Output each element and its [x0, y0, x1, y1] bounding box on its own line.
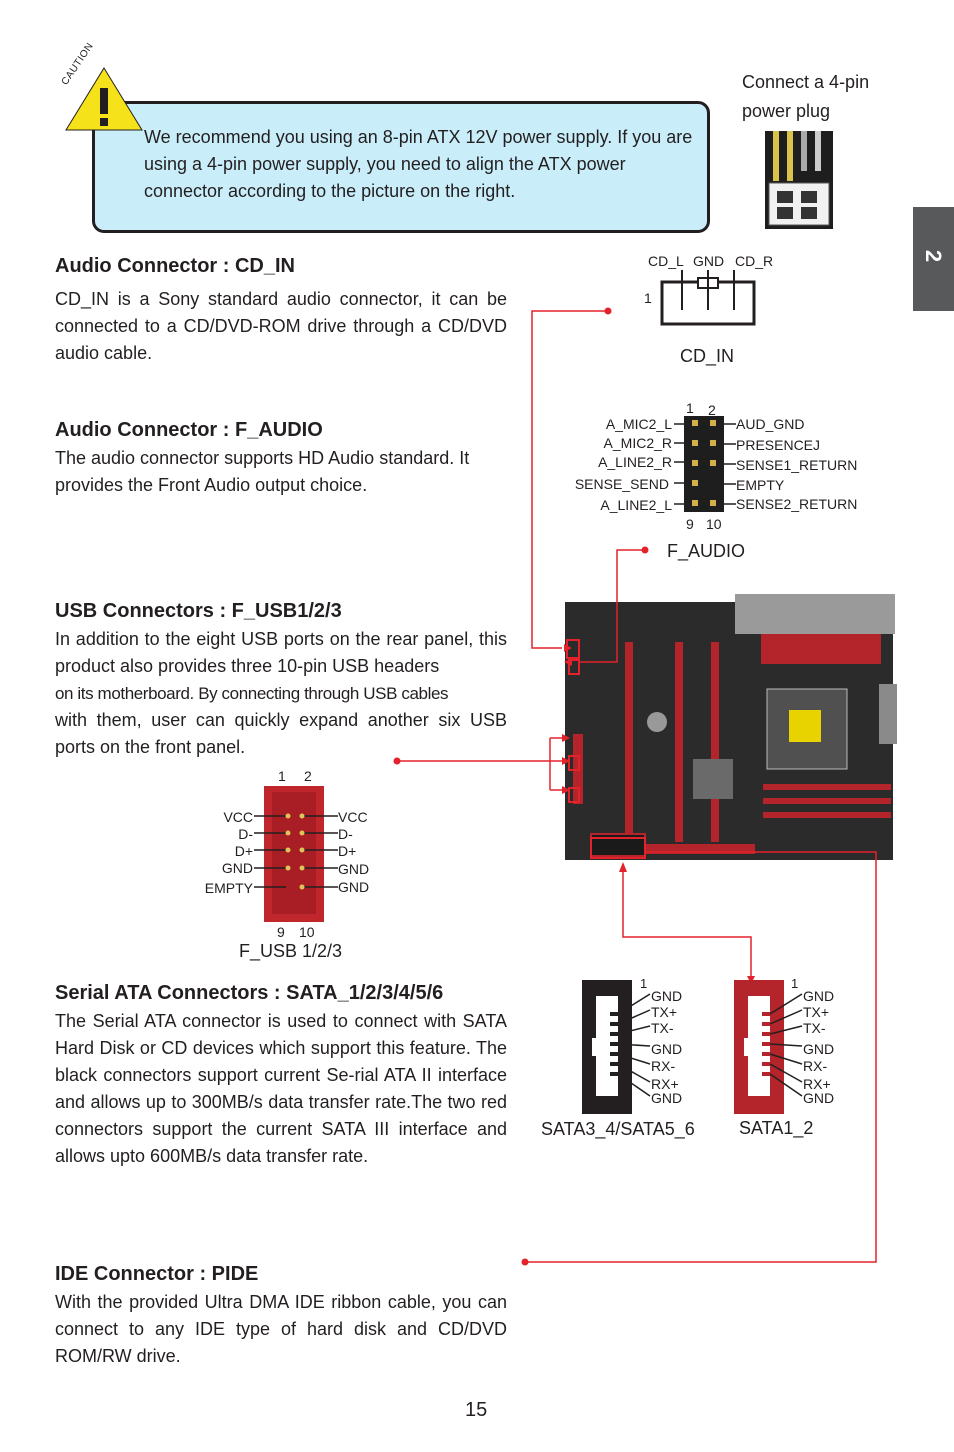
sata-red-connector: [734, 980, 803, 1114]
cd-in-pin-cd-l: CD_L: [648, 253, 684, 269]
motherboard-image: [565, 594, 897, 860]
cd-in-pin1-number: 1: [644, 290, 652, 306]
f-audio-right-pin-4: EMPTY: [736, 477, 785, 493]
sata-black-connector: [582, 980, 651, 1114]
sata-title: Serial ATA Connectors : SATA_1/2/3/4/5/6: [55, 982, 444, 1004]
f-usb-left-pin-2: D-: [238, 826, 253, 842]
f-usb-right-pin-1: VCC: [338, 809, 368, 825]
f-audio-header: [674, 416, 736, 512]
cd-in-title: Audio Connector : CD_IN: [55, 255, 295, 277]
sata-black-pin-5: RX-: [651, 1058, 676, 1074]
sata-black-pin-1: GND: [651, 988, 683, 1004]
cd-in-connector: [660, 270, 756, 326]
f-usb-body-2: on its motherboard. By connecting throug…: [55, 684, 449, 703]
caution-box: [92, 101, 710, 233]
f-usb-pin-num-9: 9: [277, 924, 285, 940]
f-audio-body: The audio connector supports HD Audio st…: [55, 448, 470, 495]
f-usb-body-3: with them, user can quickly expand anoth…: [55, 710, 507, 757]
f-usb-right-pin-3: D+: [338, 843, 357, 859]
f-usb-body-1: In addition to the eight USB ports on th…: [55, 629, 507, 676]
f-usb-right-pin-4: GND: [338, 861, 370, 877]
sata-red-pin-7: GND: [803, 1090, 835, 1106]
sata-black-pin-7: GND: [651, 1090, 683, 1106]
f-audio-right-pin-2: PRESENCEJ: [736, 437, 821, 453]
f-audio-right-pin-3: SENSE1_RETURN: [736, 457, 858, 473]
sata-red-pin-5: RX-: [803, 1058, 828, 1074]
cd-in-caption: CD_IN: [680, 346, 735, 366]
sata-black-pin1-number: 1: [640, 976, 648, 991]
power-plug-photo: [765, 131, 833, 229]
f-usb-caption: F_USB 1/2/3: [239, 941, 343, 961]
f-usb-left-pin-3: D+: [234, 843, 253, 859]
f-usb-right-pin-2: D-: [338, 826, 353, 842]
f-usb-left-pin-4: GND: [221, 860, 253, 876]
f-usb-left-pin-1: VCC: [223, 809, 253, 825]
sata-red-pin-6: RX+: [803, 1076, 831, 1092]
cd-in-body: CD_IN is a Sony standard audio connector…: [55, 289, 507, 363]
f-audio-left-pin-5: A_LINE2_L: [600, 497, 672, 513]
sata-body: The Serial ATA connector is used to conn…: [55, 1011, 507, 1166]
caution-icon: [65, 67, 143, 131]
page-number: 15: [465, 1399, 488, 1421]
f-audio-left-pin-1: A_MIC2_L: [605, 416, 672, 432]
f-usb-right-pin-5: GND: [338, 879, 370, 895]
sata-red-pin-4: GND: [803, 1041, 835, 1057]
sata-black-caption: SATA3_4/SATA5_6: [541, 1119, 695, 1139]
f-audio-right-pin-5: SENSE2_RETURN: [736, 496, 858, 512]
sata-red-pin1-number: 1: [791, 976, 799, 991]
sata-black-pin-2: TX+: [651, 1004, 678, 1020]
f-usb-pin-num-2: 2: [304, 768, 312, 784]
f-audio-right-pin-1: AUD_GND: [736, 416, 805, 432]
cd-in-pin-cd-r: CD_R: [735, 253, 774, 269]
f-audio-pin-num-10: 10: [706, 516, 722, 532]
f-usb-header: [254, 786, 338, 922]
f-audio-pin-num-2: 2: [708, 402, 716, 418]
chapter-tab: 2: [913, 207, 954, 311]
pide-title: IDE Connector : PIDE: [55, 1263, 259, 1285]
f-audio-left-pin-2: A_MIC2_R: [603, 435, 672, 451]
f-audio-caption: F_AUDIO: [667, 541, 746, 561]
sata-red-pin-3: TX-: [803, 1020, 826, 1036]
plug-caption-line2: power plug: [742, 101, 831, 121]
f-audio-left-pin-3: A_LINE2_R: [598, 454, 672, 470]
sata-black-pin-6: RX+: [651, 1076, 679, 1092]
sata-red-pin-2: TX+: [803, 1004, 830, 1020]
f-audio-pin-num-1: 1: [686, 400, 694, 416]
sata-red-caption: SATA1_2: [739, 1118, 814, 1138]
sata-red-pin-1: GND: [803, 988, 835, 1004]
f-audio-title: Audio Connector : F_AUDIO: [55, 419, 323, 441]
sata-black-pin-4: GND: [651, 1041, 683, 1057]
caution-text: We recommend you using an 8-pin ATX 12V …: [144, 127, 693, 201]
pide-body: With the provided Ultra DMA IDE ribbon c…: [55, 1292, 507, 1366]
f-usb-pin-num-10: 10: [299, 924, 315, 940]
f-usb-title: USB Connectors : F_USB1/2/3: [55, 600, 342, 622]
f-audio-left-pin-4: SENSE_SEND: [574, 476, 669, 492]
f-audio-pin-num-9: 9: [686, 516, 694, 532]
sata-black-pin-3: TX-: [651, 1020, 674, 1036]
plug-caption-line1: Connect a 4-pin: [742, 72, 870, 92]
cd-in-pin-gnd: GND: [693, 253, 725, 269]
f-usb-pin-num-1: 1: [278, 768, 286, 784]
f-usb-left-pin-5: EMPTY: [204, 880, 253, 896]
